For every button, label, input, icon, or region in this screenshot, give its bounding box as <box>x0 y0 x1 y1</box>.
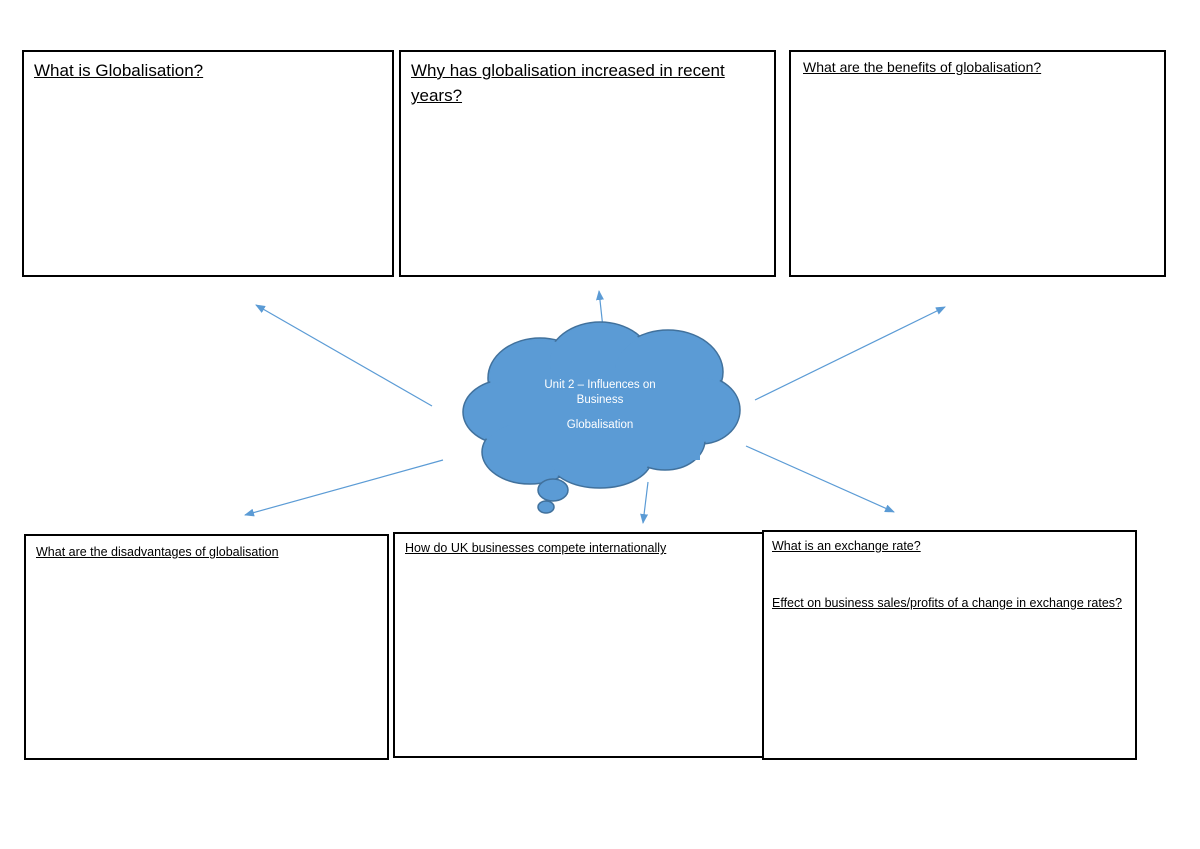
box-why-increased[interactable]: Why has globalisation increased in recen… <box>399 50 776 277</box>
thought-bubble-large <box>537 478 569 502</box>
question-why-increased: Why has globalisation increased in recen… <box>411 61 725 105</box>
question-disadvantages: What are the disadvantages of globalisat… <box>36 545 279 559</box>
question-exchange-effect: Effect on business sales/profits of a ch… <box>772 596 1122 610</box>
box-benefits[interactable]: What are the benefits of globalisation? <box>789 50 1166 277</box>
question-exchange-rate: What is an exchange rate? <box>772 539 921 553</box>
cloud-subtitle: Globalisation <box>566 419 634 431</box>
arrow-to-benefits <box>754 306 946 401</box>
arrow-to-disadvantages <box>244 459 444 517</box>
question-what-is-globalisation: What is Globalisation? <box>34 61 204 80</box>
arrow-to-what-is <box>255 304 433 407</box>
cloud-title: Unit 2 – Influences on Business <box>544 379 656 406</box>
cloud-label: Unit 2 – Influences on Business Globalis… <box>520 378 680 433</box>
box-disadvantages[interactable]: What are the disadvantages of globalisat… <box>24 534 389 760</box>
box-compete-internationally[interactable]: How do UK businesses compete internation… <box>393 532 770 758</box>
question-benefits: What are the benefits of globalisation? <box>803 59 1042 75</box>
box-exchange-rate[interactable]: What is an exchange rate? Effect on busi… <box>762 530 1137 760</box>
arrow-to-why-increased <box>595 290 604 329</box>
question-compete-internationally: How do UK businesses compete internation… <box>405 541 667 555</box>
box-what-is-globalisation[interactable]: What is Globalisation? <box>22 50 394 277</box>
arrow-to-compete <box>640 481 649 524</box>
thought-bubble-small <box>537 500 555 514</box>
arrow-to-exchange <box>745 445 895 513</box>
